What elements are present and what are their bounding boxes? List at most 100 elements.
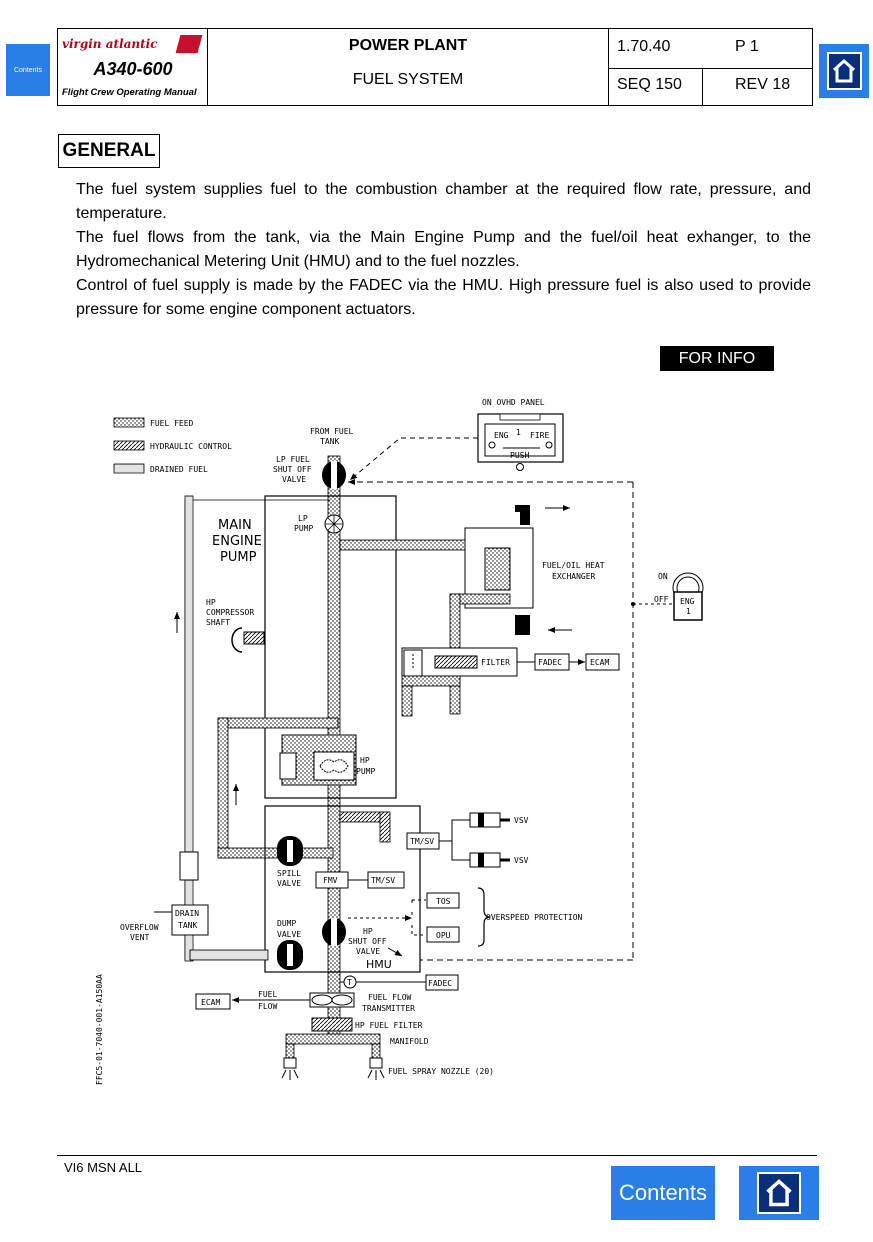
ovhd-panel-label: ON OVHD PANEL bbox=[482, 398, 545, 407]
ref-number: 1.70.40 bbox=[617, 38, 671, 55]
fire-eng-label: ENG bbox=[494, 431, 509, 440]
spill-valve-label: VALVE bbox=[277, 879, 301, 888]
fadec2-label: FADEC bbox=[428, 979, 452, 988]
main-label: MAIN bbox=[218, 518, 252, 533]
manifold-label: MANIFOLD bbox=[390, 1037, 429, 1046]
rev-number: REV 18 bbox=[735, 76, 791, 93]
general-heading-text: GENERAL bbox=[62, 140, 156, 161]
general-paragraph: The fuel system supplies fuel to the com… bbox=[76, 181, 811, 222]
lp-fuel-label: LP FUEL bbox=[276, 455, 310, 464]
home-button-bottom[interactable] bbox=[739, 1166, 819, 1220]
general-text: The fuel system supplies fuel to the com… bbox=[76, 178, 811, 322]
hp-shutoff-label-2: SHUT OFF bbox=[348, 937, 387, 946]
pump-label: PUMP bbox=[220, 550, 257, 565]
vsv-label-1: VSV bbox=[514, 816, 529, 825]
general-paragraph: Control of fuel supply is made by the FA… bbox=[76, 277, 811, 318]
header-ref-cell: 1.70.40 P 1 bbox=[609, 29, 812, 69]
header-brand-cell: virgin atlantic A340-600 Flight Crew Ope… bbox=[58, 29, 208, 105]
tank-label: TANK bbox=[320, 437, 339, 446]
vsv-label-2: VSV bbox=[514, 856, 529, 865]
vent-label: VENT bbox=[130, 933, 149, 942]
fuel-system-diagram: FUEL FEED HYDRAULIC CONTROL DRAINED FUEL… bbox=[95, 398, 704, 1085]
hp-pump-label: PUMP bbox=[356, 767, 375, 776]
switch-off-label: OFF bbox=[654, 595, 669, 604]
general-paragraph: The fuel flows from the tank, via the Ma… bbox=[76, 229, 811, 270]
switch-on-label: ON bbox=[658, 572, 668, 581]
hp-label: HP bbox=[360, 756, 370, 765]
contents-button-small[interactable]: Contents bbox=[6, 44, 50, 96]
heat-exchanger-label-1: FUEL/OIL HEAT bbox=[542, 561, 605, 570]
overflow-label: OVERFLOW bbox=[120, 923, 159, 932]
compressor-label: COMPRESSOR bbox=[206, 608, 254, 617]
hp-shutoff-label-3: VALVE bbox=[356, 947, 380, 956]
seq-number: SEQ 150 bbox=[617, 76, 682, 93]
hp-shutoff-label-1: HP bbox=[363, 927, 373, 936]
page-header: virgin atlantic A340-600 Flight Crew Ope… bbox=[57, 28, 813, 106]
filter-label: FILTER bbox=[481, 658, 510, 667]
header-title-cell: POWER PLANT FUEL SYSTEM bbox=[208, 29, 609, 105]
spill-label: SPILL bbox=[277, 869, 301, 878]
brand-logo: virgin atlantic bbox=[62, 35, 204, 55]
nozzle-label: FUEL SPRAY NOZZLE (20) bbox=[388, 1067, 494, 1076]
drain-label: DRAIN bbox=[175, 909, 199, 918]
flow-label: FLOW bbox=[258, 1002, 277, 1011]
opu-label: OPU bbox=[436, 931, 451, 940]
for-info-badge: FOR INFO bbox=[660, 346, 774, 371]
aircraft-model: A340-600 bbox=[93, 59, 173, 79]
brand-flag-icon bbox=[175, 35, 203, 53]
fire-eng-num: 1 bbox=[516, 428, 521, 437]
legend-fuel-feed: FUEL FEED bbox=[150, 419, 194, 428]
legend-drained: DRAINED FUEL bbox=[150, 465, 208, 474]
tmsv2-label: TM/SV bbox=[371, 876, 395, 885]
ovhd-fire-panel: ON OVHD PANEL ENG 1 FIRE PUSH bbox=[477, 398, 564, 471]
dump-valve-label: VALVE bbox=[277, 930, 301, 939]
home-icon bbox=[832, 58, 856, 83]
legend-hydraulic: HYDRAULIC CONTROL bbox=[150, 442, 232, 451]
for-info-text: FOR INFO bbox=[678, 349, 756, 367]
filter-ecam-label: ECAM bbox=[590, 658, 609, 667]
hp-comp-label: HP bbox=[206, 598, 216, 607]
switch-eng-label: ENG bbox=[680, 597, 695, 606]
ff-transmitter-label-2: TRANSMITTER bbox=[362, 1004, 415, 1013]
contents-button-label: Contents bbox=[618, 1180, 708, 1205]
ecam2-label: ECAM bbox=[201, 998, 220, 1007]
footer-rule bbox=[57, 1155, 817, 1156]
tos-label: TOS bbox=[436, 897, 451, 906]
contents-button[interactable]: Contents bbox=[611, 1166, 715, 1220]
drain-tank-label: TANK bbox=[178, 921, 197, 930]
figure-ref-code: FFC5-01-7040-001-A150AA bbox=[95, 974, 104, 1085]
fire-label: FIRE bbox=[530, 431, 549, 440]
ff-transmitter-label-1: FUEL FLOW bbox=[368, 993, 412, 1002]
switch-eng-num: 1 bbox=[686, 607, 691, 616]
lp-shutoff-label: SHUT OFF bbox=[273, 465, 312, 474]
hmu-label: HMU bbox=[366, 958, 392, 971]
heat-exchanger-label-2: EXCHANGER bbox=[552, 572, 596, 581]
home-icon bbox=[766, 1179, 792, 1207]
from-fuel-label: FROM FUEL bbox=[310, 427, 354, 436]
overspeed-label: OVERSPEED PROTECTION bbox=[486, 913, 583, 922]
fmv-label: FMV bbox=[323, 876, 338, 885]
lp-pump-label: PUMP bbox=[294, 524, 313, 533]
lp-valve-label: VALVE bbox=[282, 475, 306, 484]
manual-name: Flight Crew Operating Manual bbox=[62, 87, 197, 98]
engine-label: ENGINE bbox=[212, 534, 262, 549]
temp-sensor-label: T bbox=[347, 978, 352, 987]
engine-master-switch: ON OFF ENG 1 bbox=[654, 572, 704, 621]
dump-label: DUMP bbox=[277, 919, 296, 928]
hp-filter-label: HP FUEL FILTER bbox=[355, 1021, 423, 1030]
fuel-label: FUEL bbox=[258, 990, 277, 999]
general-heading: GENERAL bbox=[58, 134, 160, 168]
diagram-legend: FUEL FEED HYDRAULIC CONTROL DRAINED FUEL bbox=[113, 417, 232, 474]
footer-msn: VI6 MSN ALL bbox=[64, 1160, 143, 1175]
header-seq-cell: SEQ 150 bbox=[609, 69, 703, 105]
shaft-label: SHAFT bbox=[206, 618, 230, 627]
page-number: P 1 bbox=[735, 38, 759, 55]
home-button-top[interactable] bbox=[819, 44, 869, 98]
brand-name: virgin atlantic bbox=[62, 37, 158, 51]
section-title: FUEL SYSTEM bbox=[352, 71, 464, 88]
fire-push-label: PUSH bbox=[510, 451, 529, 460]
chapter-title: POWER PLANT bbox=[348, 37, 468, 54]
filter-fadec-label: FADEC bbox=[538, 658, 562, 667]
contents-button-small-label: Contents bbox=[13, 66, 43, 74]
header-rev-cell: REV 18 bbox=[703, 69, 812, 105]
